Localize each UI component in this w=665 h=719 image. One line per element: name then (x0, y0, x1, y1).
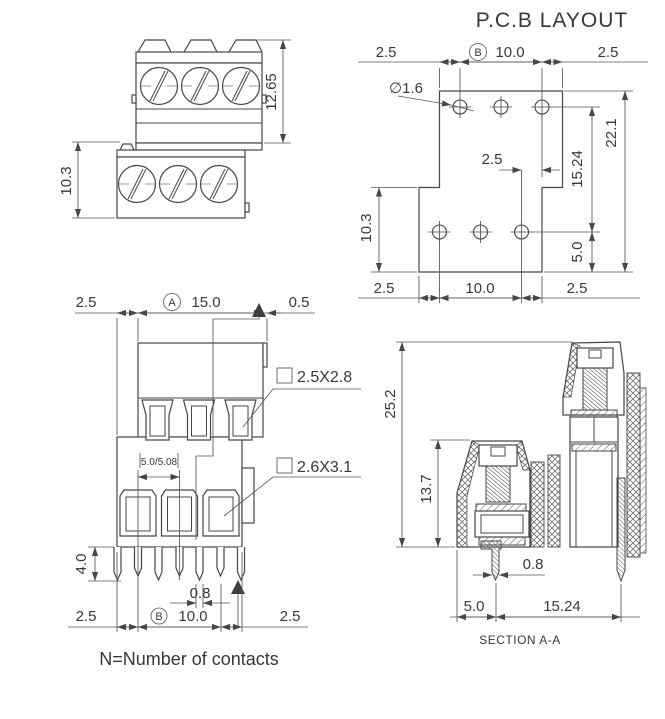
front-dim-left-offset: 2.5 (76, 294, 97, 311)
front-top-dims: 2.5 A 15.0 0.5 (75, 293, 315, 435)
square-symbol-upper (276, 367, 293, 384)
section-caption: SECTION A-A (479, 633, 561, 647)
section-left-unit (456, 440, 531, 548)
upper-opening-label: 2.5X2.8 (242, 367, 361, 428)
front-dim-bottom-right: 2.5 (280, 608, 301, 625)
pcb-dim-row-spacing: 15.24 (569, 150, 586, 188)
front-dim-body-width: 15.0 (191, 294, 220, 311)
section-right-unit (562, 341, 647, 583)
upper-opening-size: 2.5X2.8 (297, 369, 352, 386)
pcb-dim-row-offset: 2.5 (482, 151, 503, 168)
pcb-dim-hole-to-edge: 5.0 (569, 242, 586, 263)
front-pin-length-dim: 4.0 (73, 546, 121, 582)
section-right-wall (626, 372, 641, 558)
front-pitch-dim: 5.0/5.08 (137, 453, 180, 632)
pcb-row-spacing-dim: 15.24 5.0 (529, 106, 600, 272)
front-bottom-dims: 2.5 B 10.0 2.5 (68, 552, 308, 632)
front-upper-openings (141, 399, 257, 441)
front-dim-pitch: 5.0/5.08 (141, 457, 178, 468)
pcb-hole-diameter: ∅1.6 (389, 80, 475, 112)
front-dim-pin-length: 4.0 (73, 554, 90, 575)
pcb-outline (418, 90, 564, 273)
section-view: 25.2 13.7 0.8 5.0 15.24 SECTION A-A (382, 341, 647, 647)
pcb-dim-top-right: 2.5 (598, 44, 619, 61)
pcb-datum-b: B (474, 47, 481, 59)
dim-10-3-topleft: 10.3 (58, 141, 120, 219)
front-pin-width-dim: 0.8 (170, 584, 230, 608)
dim-12-65: 12.65 (257, 39, 291, 144)
contacts-note: N=Number of contacts (99, 649, 279, 669)
section-lower-height-dim: 13.7 (418, 439, 470, 547)
pcb-top-dims: 2.5 B 10.0 2.5 (358, 43, 648, 97)
front-datum-b: B (155, 611, 162, 623)
section-left-pin (480, 540, 502, 582)
section-right-pin (616, 477, 626, 583)
screw-top-1 (139, 66, 179, 106)
front-dim-tab: 0.5 (289, 294, 310, 311)
pcb-lower-height-dim: 10.3 (358, 187, 417, 273)
section-cut-line (195, 303, 266, 627)
pcb-dim-bottom-right: 2.5 (567, 280, 588, 297)
square-symbol-lower (276, 457, 293, 474)
section-pin-width-dim: 0.8 (473, 556, 545, 579)
pcb-total-height-dim: 22.1 (544, 90, 633, 273)
screw-bottom-1 (117, 164, 157, 204)
screw-top-3 (221, 66, 261, 106)
front-dim-bottom-left: 2.5 (76, 608, 97, 625)
section-bottom-dims: 5.0 15.24 (450, 550, 640, 622)
pcb-dim-lower-height: 10.3 (358, 213, 375, 242)
screw-bottom-2 (158, 164, 198, 204)
front-dim-bottom-pitch: 10.0 (178, 608, 207, 625)
section-total-height-dim: 25.2 (382, 341, 572, 548)
pcb-row-offset-dim: 2.5 (482, 115, 560, 224)
front-pins (113, 547, 246, 582)
pcb-dim-total-height: 22.1 (603, 118, 620, 147)
front-dim-pin-width: 0.8 (190, 585, 211, 602)
section-arrow-top (252, 303, 266, 317)
section-dim-total-height: 25.2 (382, 389, 399, 418)
dim-lower-height-label: 10.3 (58, 166, 75, 195)
dim-upper-height-label: 12.65 (263, 73, 280, 111)
hole-diameter-label: ∅1.6 (389, 80, 423, 97)
lower-opening-label: 2.6X3.1 (223, 457, 361, 517)
front-datum-a: A (168, 297, 176, 309)
section-dim-pin-offset: 5.0 (464, 598, 485, 615)
screw-bottom-3 (199, 164, 239, 204)
top-left-view: 12.65 10.3 (58, 39, 291, 219)
front-view: 2.5 A 15.0 0.5 2.5X2.8 2.6X3.1 (68, 293, 361, 669)
pcb-dim-bottom-pitch: 10.0 (465, 280, 494, 297)
pcb-layout-title: P.C.B LAYOUT (476, 9, 628, 32)
pcb-bottom-dims: 2.5 10.0 2.5 (358, 241, 640, 303)
section-dim-pin-width: 0.8 (523, 556, 544, 573)
pcb-dim-top-left: 2.5 (376, 44, 397, 61)
section-dim-lower-height: 13.7 (418, 474, 435, 503)
screw-top-2 (180, 66, 220, 106)
lower-opening-size: 2.6X3.1 (297, 459, 352, 476)
pcb-dim-top-pitch: 10.0 (495, 44, 524, 61)
section-center-wall (530, 454, 561, 548)
section-arrow-bottom (231, 580, 245, 594)
pcb-layout-view: P.C.B LAYOUT 2.5 B 10.0 2.5 ∅1.6 (358, 9, 648, 303)
pcb-dim-bottom-left: 2.5 (374, 280, 395, 297)
section-dim-row-spacing: 15.24 (543, 598, 581, 615)
